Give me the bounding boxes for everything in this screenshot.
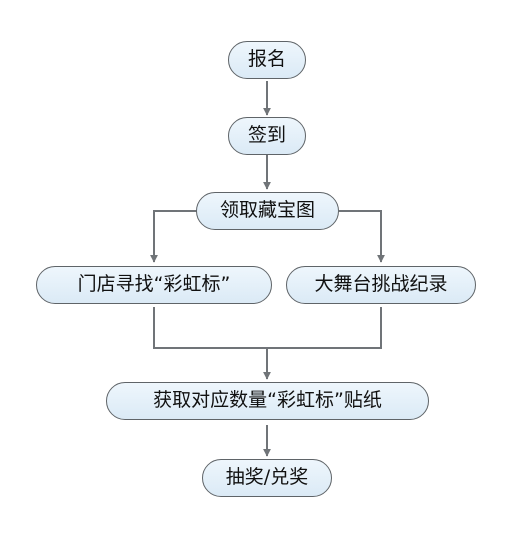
connector-store-search-to-merge — [153, 307, 267, 349]
node-signup: 报名 — [228, 41, 306, 79]
node-store-search: 门店寻找“彩虹标” — [36, 266, 272, 304]
node-lottery-redeem: 抽奖/兑奖 — [202, 459, 332, 497]
connector-stage-challenge-to-merge — [267, 307, 382, 349]
node-get-map: 领取藏宝图 — [196, 192, 339, 230]
connector-get-map-to-stage-challenge — [339, 210, 385, 263]
node-stage-challenge: 大舞台挑战纪录 — [286, 266, 476, 304]
node-checkin: 签到 — [228, 117, 306, 155]
connector-get-map-to-store-search — [150, 210, 197, 263]
node-collect-stickers: 获取对应数量“彩虹标”贴纸 — [106, 382, 429, 420]
